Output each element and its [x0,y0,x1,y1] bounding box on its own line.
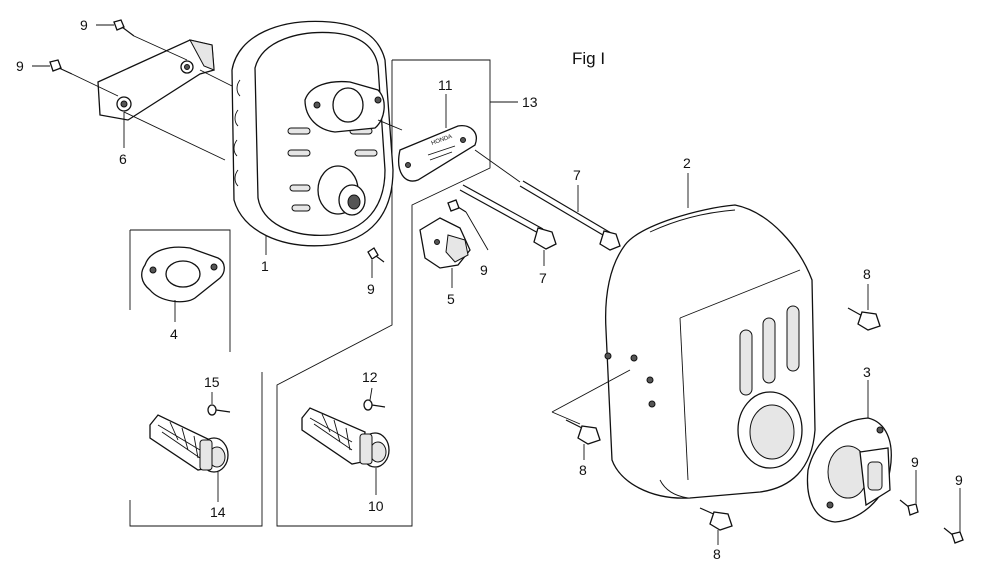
callout-13: 13 [522,94,538,110]
spark-arrester-10 [301,407,390,468]
screw-9-right-b [943,527,964,544]
muffler-protector [604,204,816,499]
bolt-8-upper [847,307,881,331]
callout-9-right-a: 9 [911,454,919,470]
callout-14: 14 [210,504,226,520]
muffler-body [231,20,394,247]
callout-15: 15 [204,374,220,390]
callout-8-upper: 8 [863,266,871,282]
leader-lines [32,24,961,545]
callout-5: 5 [447,291,455,307]
callout-9-mid: 9 [367,281,375,297]
callout-9-left: 9 [16,58,24,74]
callout-10: 10 [368,498,384,514]
callout-6: 6 [119,151,127,167]
bolt-9-left [49,59,73,75]
callout-9-clamp: 9 [480,262,488,278]
bolt-8-bottom [699,507,733,531]
callout-12: 12 [362,369,378,385]
stud-bolt-7-lower [459,184,557,250]
callout-7-lower: 7 [539,270,547,286]
kit-box-borders [129,59,491,527]
spark-arrester-14 [149,414,229,473]
callout-8-left: 8 [579,462,587,478]
stud-bolt-7-upper [519,180,621,251]
callout-2: 2 [683,155,691,171]
clamp-part-5 [419,217,471,269]
screw-15 [207,404,231,416]
callout-3: 3 [863,364,871,380]
callout-labels: 9 9 6 1 4 11 13 9 9 5 7 7 2 8 8 8 3 9 9 … [16,17,963,562]
figure-title: Fig I [572,49,605,68]
gasket [141,246,225,303]
exhaust-deflector [806,417,892,523]
callout-4: 4 [170,326,178,342]
screw-9-left-mid [367,247,385,263]
bolt-8-lower-left [565,419,601,445]
callout-9-top: 9 [80,17,88,33]
callout-9-right-b: 9 [955,472,963,488]
screw-9-mid [447,199,467,213]
callout-11: 11 [438,77,453,93]
callout-8-bottom: 8 [713,546,721,562]
screw-12 [363,399,386,411]
callout-1: 1 [261,258,269,274]
screw-9-right-a [899,499,919,516]
muffler-bracket [97,39,215,121]
callout-7-upper: 7 [573,167,581,183]
bolt-9-upper [113,19,135,37]
nameplate: HONDA [398,125,477,182]
